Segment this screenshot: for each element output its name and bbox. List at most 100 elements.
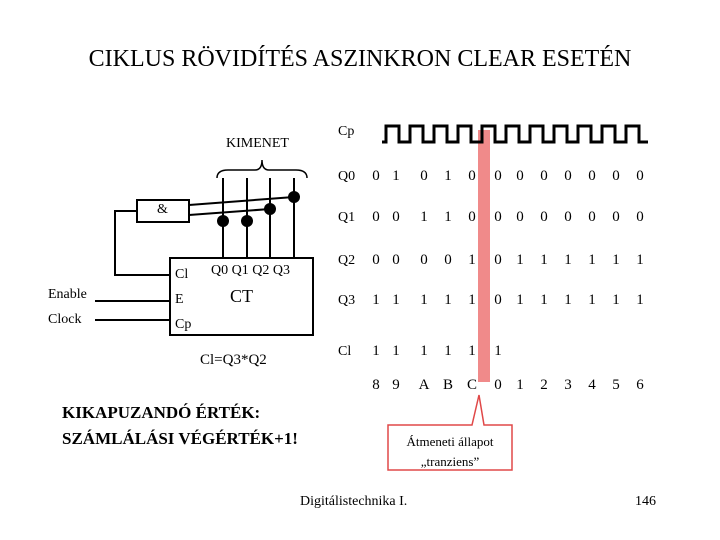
bit-q1-6: 0 <box>516 209 524 225</box>
bit-q1-7: 0 <box>540 209 548 225</box>
bit-q1-10: 0 <box>612 209 620 225</box>
state-label-7: 2 <box>540 377 548 393</box>
state-label-3: B <box>442 377 453 393</box>
bit-q0-7: 0 <box>540 168 548 184</box>
bit-q0-0: 0 <box>372 168 380 184</box>
bit-q1-4: 0 <box>468 209 476 225</box>
signal-label-cl: Cl <box>338 344 352 359</box>
bit-q3-9: 1 <box>588 292 596 308</box>
state-label-5: 0 <box>494 377 502 393</box>
state-label-10: 5 <box>612 377 620 393</box>
clear-feedback-wire <box>114 210 170 276</box>
callout-line-1: Átmeneti állapot <box>406 434 494 449</box>
bit-q0-6: 0 <box>516 168 524 184</box>
footer-course: Digitálistechnika I. <box>300 494 408 509</box>
state-label-8: 3 <box>564 377 572 393</box>
counter-block <box>169 257 314 336</box>
note-line-2: SZÁMLÁLÁSI VÉGÉRTÉK+1! <box>62 429 298 448</box>
bit-q1-11: 0 <box>636 209 644 225</box>
bit-q3-5: 0 <box>494 292 502 308</box>
outputs-brace <box>216 159 308 179</box>
output-pins-label: Q0 Q1 Q2 Q3 <box>211 263 290 278</box>
bit-q2-10: 1 <box>612 252 620 268</box>
bit-q1-5: 0 <box>494 209 502 225</box>
bit-q3-10: 1 <box>612 292 620 308</box>
bit-q0-4: 0 <box>468 168 476 184</box>
bit-cl-0: 1 <box>372 343 380 359</box>
state-label-2: A <box>418 377 430 393</box>
bit-q2-1: 0 <box>392 252 400 268</box>
clock-pin-label: Cp <box>175 317 192 332</box>
enable-pin-label: E <box>175 292 184 307</box>
bit-q2-0: 0 <box>372 252 380 268</box>
callout-bubble <box>387 394 513 471</box>
bit-q1-1: 0 <box>392 209 400 225</box>
and-gate-label: & <box>157 202 168 217</box>
signal-label-q3: Q3 <box>338 293 356 308</box>
signal-label-q2: Q2 <box>338 253 356 268</box>
callout-line-2: „tranziens” <box>420 454 480 469</box>
bit-q2-6: 1 <box>516 252 524 268</box>
bit-q0-5: 0 <box>494 168 502 184</box>
bit-q3-2: 1 <box>420 292 428 308</box>
page-title: CIKLUS RÖVIDÍTÉS ASZINKRON CLEAR ESETÉN <box>88 46 632 72</box>
bit-q2-5: 0 <box>494 252 502 268</box>
bit-q3-6: 1 <box>516 292 524 308</box>
note-line-1: KIKAPUZANDÓ ÉRTÉK: <box>62 403 261 422</box>
state-label-0: 8 <box>372 377 380 393</box>
state-label-6: 1 <box>516 377 524 393</box>
bit-q3-7: 1 <box>540 292 548 308</box>
clock-input-label: Clock <box>48 312 82 327</box>
transient-highlight-bar <box>478 130 490 382</box>
bit-q0-8: 0 <box>564 168 572 184</box>
callout-text: Átmeneti állapot „tranziens” <box>388 432 512 472</box>
bit-q1-2: 1 <box>420 209 428 225</box>
bit-q1-9: 0 <box>588 209 596 225</box>
bit-q3-4: 1 <box>468 292 476 308</box>
bit-cl-3: 1 <box>444 343 452 359</box>
enable-input-label: Enable <box>48 287 87 302</box>
bit-q1-0: 0 <box>372 209 380 225</box>
bit-q0-1: 1 <box>392 168 400 184</box>
bit-q2-7: 1 <box>540 252 548 268</box>
bit-cl-2: 1 <box>420 343 428 359</box>
bit-cl-5: 1 <box>494 343 502 359</box>
bit-q2-3: 0 <box>444 252 452 268</box>
bit-q3-8: 1 <box>564 292 572 308</box>
q1-dot <box>241 215 253 227</box>
bit-cl-4: 1 <box>468 343 476 359</box>
bit-q0-3: 1 <box>444 168 452 184</box>
counter-block-name: CT <box>230 286 254 306</box>
state-label-1: 9 <box>392 377 400 393</box>
bit-q2-9: 1 <box>588 252 596 268</box>
state-label-4: C <box>466 377 477 393</box>
bit-q0-11: 0 <box>636 168 644 184</box>
clock-waveform <box>382 124 648 144</box>
bit-cl-1: 1 <box>392 343 400 359</box>
bit-q2-11: 1 <box>636 252 644 268</box>
outputs-label: KIMENET <box>226 136 289 151</box>
bit-q2-2: 0 <box>420 252 428 268</box>
bit-q3-1: 1 <box>392 292 400 308</box>
bit-q1-3: 1 <box>444 209 452 225</box>
bit-q3-11: 1 <box>636 292 644 308</box>
bit-q2-8: 1 <box>564 252 572 268</box>
state-label-11: 6 <box>636 377 644 393</box>
clock-signal-label: Cp <box>338 124 355 139</box>
page-number: 146 <box>635 494 656 509</box>
bit-q2-4: 1 <box>468 252 476 268</box>
q0-dot <box>217 215 229 227</box>
clear-pin-label: Cl <box>175 267 189 282</box>
bit-q1-8: 0 <box>564 209 572 225</box>
bit-q3-3: 1 <box>444 292 452 308</box>
signal-label-q0: Q0 <box>338 169 356 184</box>
state-label-9: 4 <box>588 377 596 393</box>
and-input-q2-wire <box>188 208 271 216</box>
clear-equation: Cl=Q3*Q2 <box>200 352 267 368</box>
bit-q0-10: 0 <box>612 168 620 184</box>
bit-q0-2: 0 <box>420 168 428 184</box>
signal-label-q1: Q1 <box>338 210 356 225</box>
bit-q3-0: 1 <box>372 292 380 308</box>
and-input-q3-wire <box>188 196 295 206</box>
